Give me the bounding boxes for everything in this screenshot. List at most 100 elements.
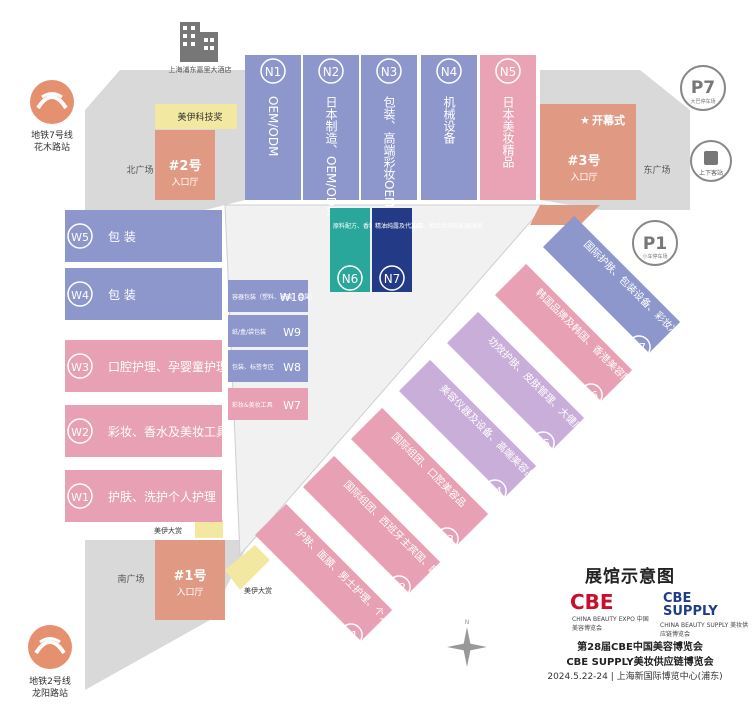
north-halls: N1OEM/ODMN2日本制造、OEM/ODMN3包装、高端彩妆OEMN4机械设… bbox=[245, 55, 536, 216]
hall-w7[interactable] bbox=[228, 388, 308, 420]
award-mid-label: 美伊大赏 bbox=[154, 526, 182, 535]
hall-w4-label: 包 装 bbox=[108, 288, 136, 302]
hall-n1[interactable] bbox=[245, 55, 301, 200]
hall-n5-badge bbox=[495, 58, 521, 84]
hall-e7-id: E7 bbox=[632, 341, 646, 354]
metro-bottom-station: 龙阳路站 bbox=[32, 687, 68, 699]
hall-w5[interactable] bbox=[65, 210, 222, 262]
hall-n3-id: N3 bbox=[381, 65, 398, 79]
hall-e1-badge bbox=[339, 623, 363, 647]
south-plaza-label: 南广场 bbox=[117, 573, 144, 585]
gate-3[interactable] bbox=[540, 104, 636, 200]
hall-w9[interactable] bbox=[228, 315, 308, 347]
hall-w2-badge bbox=[67, 418, 93, 444]
info-date: 2024.5.22-24 | 上海新国际博览中心(浦东) bbox=[547, 672, 723, 682]
hall-w1-label: 护肤、洗护个人护理 bbox=[108, 489, 216, 504]
hall-w2[interactable] bbox=[65, 405, 222, 457]
hall-w3-badge bbox=[67, 353, 93, 379]
hall-e1-id: E1 bbox=[344, 629, 358, 642]
hall-n3-badge bbox=[376, 58, 402, 84]
bus-stop-label: 上下客站 bbox=[699, 169, 723, 177]
hall-w5-badge bbox=[67, 223, 93, 249]
east-plaza-label: 东广场 bbox=[643, 164, 670, 176]
hall-e4-badge bbox=[483, 479, 507, 503]
p7-sub: 大巴停车场 bbox=[690, 98, 715, 105]
hall-n7[interactable] bbox=[372, 208, 412, 292]
hall-n3[interactable] bbox=[361, 55, 417, 200]
award-top-zone bbox=[155, 104, 237, 129]
hall-n3-label: 包装、高端彩妆OEM bbox=[382, 96, 396, 208]
hall-e3[interactable] bbox=[351, 407, 489, 546]
cbe-logo-sub: CHINA BEAUTY EXPO 中国美容博览会 bbox=[572, 616, 649, 632]
hall-n2[interactable] bbox=[303, 55, 359, 200]
hall-n6-id: N6 bbox=[342, 272, 359, 286]
gate-2-name: #2号 bbox=[169, 159, 202, 174]
hall-w2-label: 彩妆、香水及美妆工具 bbox=[108, 425, 228, 439]
hall-n4[interactable] bbox=[421, 55, 477, 200]
hall-n1-badge bbox=[260, 58, 286, 84]
hall-n6[interactable] bbox=[330, 208, 370, 292]
hall-w3[interactable] bbox=[65, 340, 222, 392]
hall-w4[interactable] bbox=[65, 268, 222, 320]
gate-1-sub: 入口厅 bbox=[176, 587, 203, 598]
hall-n7-id: N7 bbox=[384, 272, 401, 286]
p7-icon bbox=[680, 65, 726, 111]
hall-w3-id: W3 bbox=[71, 361, 89, 374]
info-line-2: CBE SUPPLY美妆供应链博览会 bbox=[566, 657, 714, 668]
hall-w7-label: 彩妆&美妆工具 bbox=[232, 401, 273, 409]
hall-w1[interactable] bbox=[65, 470, 222, 522]
hall-e4[interactable] bbox=[399, 359, 537, 498]
gate-3-name: #3号 bbox=[568, 154, 601, 169]
hall-w5-label: 包 装 bbox=[108, 230, 136, 244]
hall-n2-id: N2 bbox=[323, 65, 340, 79]
hall-n1-id: N1 bbox=[265, 65, 282, 79]
bus-icon bbox=[704, 151, 718, 165]
hall-e5[interactable] bbox=[447, 311, 585, 450]
award-mid-zone bbox=[195, 520, 223, 538]
p1-icon bbox=[632, 220, 678, 266]
hall-w2-id: W2 bbox=[71, 426, 89, 439]
p1-label: P1 bbox=[643, 234, 667, 254]
hall-w1-id: W1 bbox=[71, 491, 89, 504]
hall-e3-id: E3 bbox=[440, 533, 454, 546]
star-icon: ★ bbox=[580, 114, 590, 127]
p7-label: P7 bbox=[691, 78, 715, 98]
hall-n7-label: 精油纯露及代加工、检验检测及配套服务 bbox=[375, 222, 483, 230]
award-bottom-label: 美伊大赏 bbox=[244, 586, 272, 595]
hall-n5-label: 日本美妆精品 bbox=[501, 96, 515, 168]
gate-1-name: #1号 bbox=[174, 569, 207, 584]
gate-1[interactable] bbox=[155, 540, 225, 620]
building-icon bbox=[180, 22, 218, 62]
svg-text:N: N bbox=[465, 619, 470, 626]
hall-e6-id: E6 bbox=[584, 389, 598, 402]
hall-n5[interactable] bbox=[480, 55, 536, 200]
hall-w10[interactable] bbox=[228, 280, 308, 312]
cbe-supply-logo-sub: CHINA BEAUTY SUPPLY 美妆供应链博览会 bbox=[660, 622, 749, 638]
hall-e2[interactable] bbox=[303, 455, 441, 594]
hall-w4-id: W4 bbox=[71, 289, 89, 302]
north-plaza-label: 北广场 bbox=[126, 164, 153, 176]
hall-w4-badge bbox=[67, 281, 93, 307]
compass-icon: N bbox=[447, 619, 487, 667]
hall-w8[interactable] bbox=[228, 350, 308, 382]
hall-n5-id: N5 bbox=[500, 65, 517, 79]
hall-e5-badge bbox=[531, 431, 555, 455]
hall-w5-id: W5 bbox=[71, 231, 89, 244]
hall-e4-id: E4 bbox=[488, 485, 502, 498]
p1-sub: 小车停车场 bbox=[642, 253, 667, 260]
hall-e6-badge bbox=[579, 383, 603, 407]
building-label: 上海浦东嘉里大酒店 bbox=[169, 65, 232, 74]
hall-e7[interactable] bbox=[543, 215, 681, 354]
hall-e1[interactable] bbox=[255, 503, 393, 642]
hall-n4-badge bbox=[436, 58, 462, 84]
gate-3-sub: 入口厅 bbox=[570, 172, 597, 183]
hall-e6[interactable] bbox=[495, 263, 633, 402]
award-bottom-zone bbox=[225, 545, 270, 590]
gate-2[interactable] bbox=[155, 130, 215, 200]
metro-top-station: 花木路站 bbox=[34, 141, 70, 153]
hall-w7-id: W7 bbox=[283, 399, 301, 412]
